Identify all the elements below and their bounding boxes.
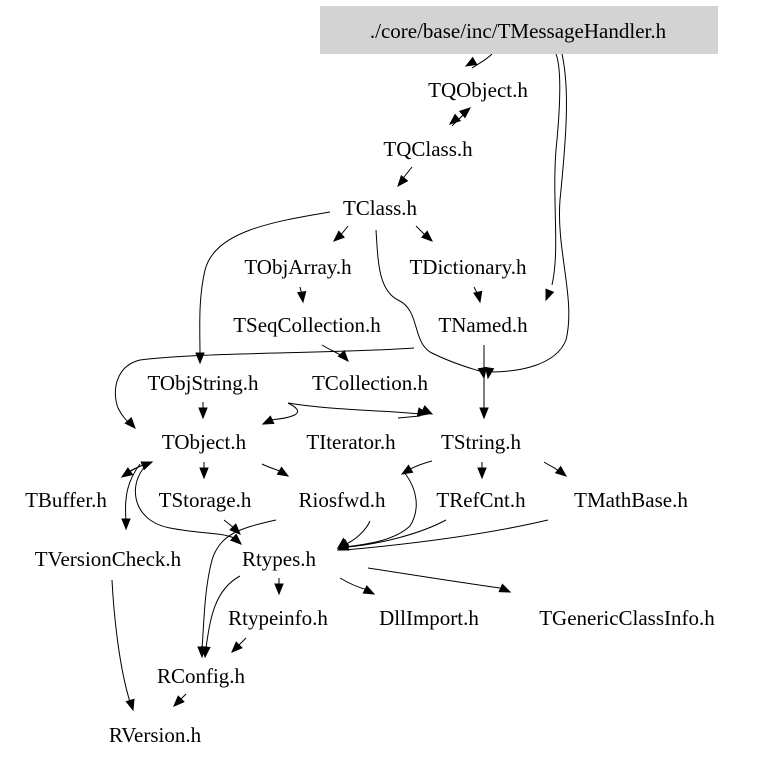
arrowhead-tqclass-to-tclass bbox=[397, 174, 409, 188]
arrowhead-tseqcollection-to-tobject bbox=[124, 417, 136, 430]
node-tmathbase[interactable]: TMathBase.h bbox=[574, 488, 688, 512]
arrowhead-tseqcollection-to-tcollection bbox=[337, 350, 349, 363]
edge-root-to-tstring bbox=[489, 53, 570, 373]
arrowhead-tobjstring-to-tobject bbox=[198, 407, 208, 420]
node-rversion[interactable]: RVersion.h bbox=[109, 723, 202, 747]
arrowhead-tversioncheck-to-rversion bbox=[125, 698, 135, 712]
edge-tclass-to-tstring bbox=[375, 229, 483, 373]
arrowhead-rconfig-to-rversion bbox=[173, 695, 185, 707]
node-rtypeinfo[interactable]: Rtypeinfo.h bbox=[228, 606, 328, 630]
edge-tstring-to-riosfwd bbox=[407, 460, 433, 471]
node-rtypes[interactable]: Rtypes.h bbox=[242, 547, 317, 571]
node-tobject[interactable]: TObject.h bbox=[162, 430, 247, 454]
node-tversioncheck[interactable]: TVersionCheck.h bbox=[35, 547, 182, 571]
arrowhead-tclass-to-tstring bbox=[477, 366, 487, 380]
node-tbuffer[interactable]: TBuffer.h bbox=[25, 488, 107, 512]
node-tgenericclassinfo[interactable]: TGenericClassInfo.h bbox=[539, 606, 715, 630]
arrowhead-tqclass-to-tqobject bbox=[458, 107, 472, 119]
node-tclass[interactable]: TClass.h bbox=[343, 196, 418, 220]
edge-root-to-tqobject bbox=[471, 53, 493, 69]
edge-tseqcollection-to-tcollection bbox=[321, 344, 343, 357]
arrowhead-tclass-to-tobjarray bbox=[332, 230, 345, 242]
edge-tcollection-to-tobject bbox=[269, 402, 299, 421]
arrowhead-tmathbase-to-rtypes bbox=[336, 541, 350, 551]
arrowhead-tqobject-to-tqclass bbox=[448, 113, 462, 125]
node-root[interactable]: ./core/base/inc/TMessageHandler.h bbox=[370, 19, 667, 43]
arrowhead-tclass-to-tdictionary bbox=[421, 230, 434, 242]
arrowhead-tobject-to-rtypes bbox=[230, 533, 243, 545]
node-tstorage[interactable]: TStorage.h bbox=[159, 488, 252, 512]
arrowhead-titerator-to-tstring bbox=[416, 407, 430, 417]
arrowhead-root-to-tqobject bbox=[464, 56, 478, 67]
node-tseqcollection[interactable]: TSeqCollection.h bbox=[233, 313, 381, 337]
edge-rtypes-to-tgenericclassinfo bbox=[367, 567, 501, 589]
edge-tseqcollection-to-tobject bbox=[114, 347, 415, 425]
arrowhead-tstring-to-tmathbase bbox=[554, 465, 568, 477]
edge-root-to-tnamed bbox=[551, 53, 561, 286]
node-dllimport[interactable]: DllImport.h bbox=[379, 606, 479, 630]
arrowhead-tstring-to-riosfwd bbox=[400, 464, 414, 475]
edge-riosfwd-to-rtypes bbox=[343, 520, 371, 546]
node-tqclass[interactable]: TQClass.h bbox=[383, 137, 473, 161]
node-trefcnt[interactable]: TRefCnt.h bbox=[436, 488, 526, 512]
arrowhead-tcollection-to-tobject bbox=[261, 415, 275, 425]
edge-trefcnt-to-rtypes bbox=[347, 519, 447, 548]
node-tstring[interactable]: TString.h bbox=[441, 430, 521, 454]
arrowhead-tobject-to-tversioncheck bbox=[121, 518, 131, 531]
root-node-box bbox=[320, 6, 718, 54]
arrowhead-tobjarray-to-tseqcollection bbox=[297, 291, 307, 304]
edge-tstring-to-rtypes bbox=[344, 471, 417, 548]
edge-rtypes-to-dllimport bbox=[339, 577, 369, 591]
arrowhead-tnamed-to-tstring bbox=[479, 407, 489, 420]
node-titerator[interactable]: TIterator.h bbox=[306, 430, 396, 454]
edge-riosfwd-to-rconfig bbox=[201, 519, 277, 649]
arrowhead-tstring-to-trefcnt bbox=[477, 467, 487, 480]
arrowhead-root-to-tstring bbox=[484, 366, 495, 380]
arrowhead-root-to-tnamed bbox=[545, 288, 555, 302]
edge-tcollection-to-tstring bbox=[287, 402, 421, 415]
edge-tclass-to-tobjstring bbox=[199, 211, 331, 356]
node-tobjstring[interactable]: TObjString.h bbox=[147, 371, 259, 395]
graph-arrowheads bbox=[120, 56, 568, 712]
node-tdictionary[interactable]: TDictionary.h bbox=[409, 255, 527, 279]
arrowhead-tobject-to-riosfwd bbox=[276, 466, 290, 477]
arrowhead-tbuffer-to-tobject bbox=[140, 461, 154, 471]
arrowhead-rtypes-to-dllimport bbox=[362, 585, 376, 595]
edge-tversioncheck-to-rversion bbox=[111, 579, 131, 703]
edge-titerator-to-tstring bbox=[397, 415, 421, 419]
arrowhead-tstorage-to-rtypes bbox=[229, 523, 241, 535]
arrowhead-tobject-to-tstorage bbox=[199, 467, 209, 480]
node-riosfwd[interactable]: Riosfwd.h bbox=[299, 488, 386, 512]
graph-nodes: ./core/base/inc/TMessageHandler.hTQObjec… bbox=[25, 19, 715, 747]
edge-rtypes-to-rconfig bbox=[205, 575, 241, 649]
edge-tmathbase-to-rtypes bbox=[344, 519, 549, 551]
graph-edges bbox=[111, 53, 570, 703]
arrowhead-rtypes-to-rconfig bbox=[201, 646, 211, 659]
edge-tobject-to-rtypes bbox=[135, 461, 235, 539]
node-tnamed[interactable]: TNamed.h bbox=[438, 313, 528, 337]
edge-tstorage-to-rtypes bbox=[223, 519, 235, 529]
arrowhead-tdictionary-to-tnamed bbox=[473, 290, 483, 304]
node-tcollection[interactable]: TCollection.h bbox=[312, 371, 429, 395]
arrowhead-tclass-to-tobjstring bbox=[195, 352, 205, 365]
arrowhead-rtypes-to-tgenericclassinfo bbox=[498, 583, 512, 593]
arrowhead-tobject-to-tbuffer bbox=[120, 467, 134, 478]
arrowhead-rtypeinfo-to-rconfig bbox=[231, 641, 243, 653]
arrowhead-rtypes-to-rtypeinfo bbox=[274, 583, 284, 596]
node-tobjarray[interactable]: TObjArray.h bbox=[244, 255, 352, 279]
node-rconfig[interactable]: RConfig.h bbox=[157, 664, 246, 688]
node-tqobject[interactable]: TQObject.h bbox=[428, 78, 528, 102]
